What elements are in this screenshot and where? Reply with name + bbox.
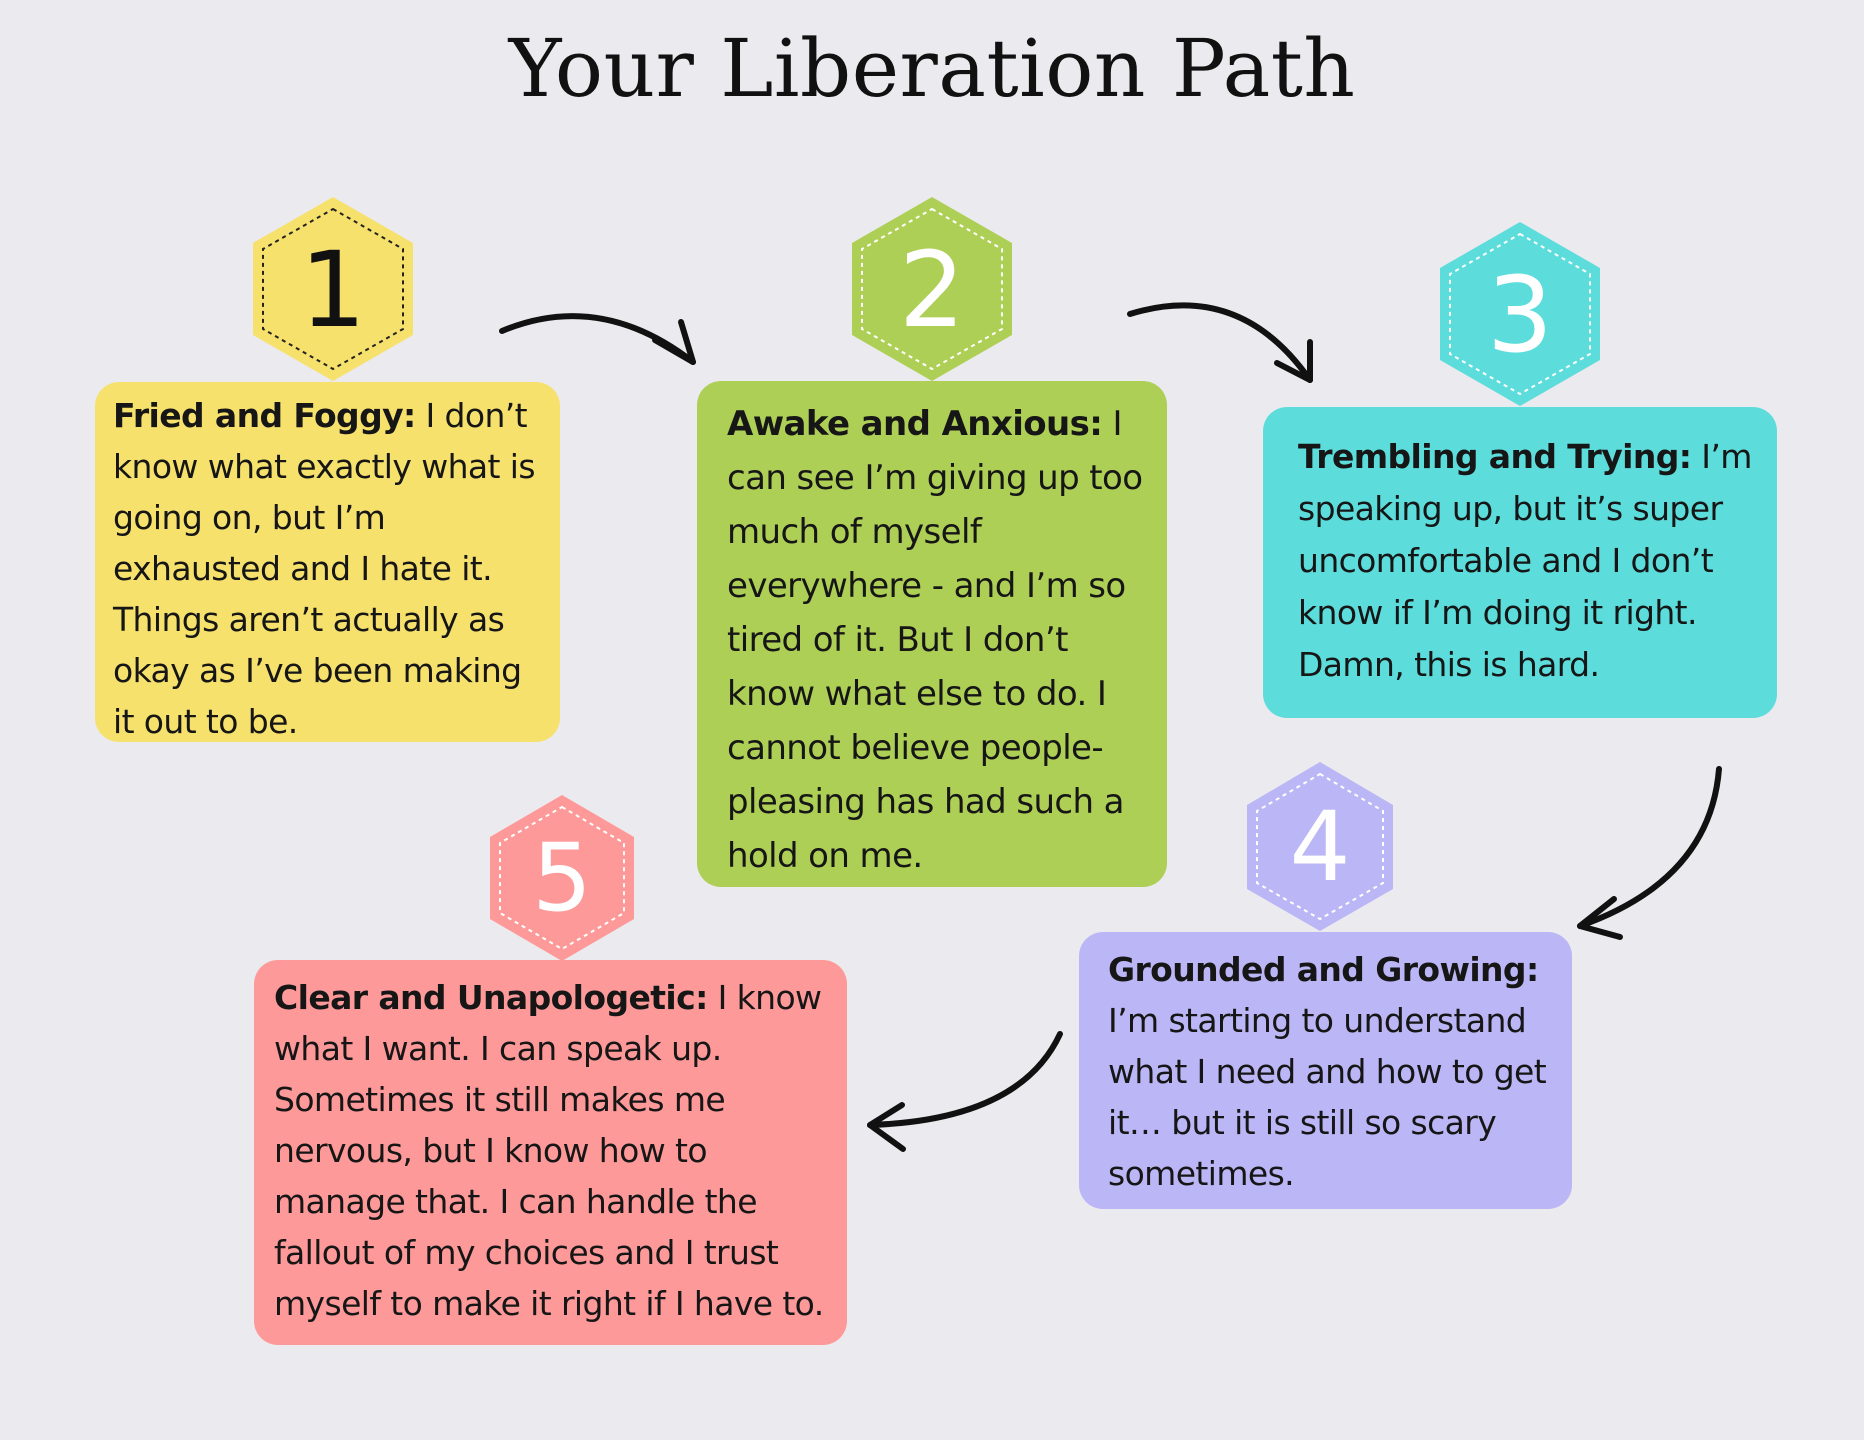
- stage-card-2: Awake and Anxious: I can see I’m giving …: [697, 381, 1167, 887]
- arrow-1-to-2-icon: [499, 313, 696, 365]
- stage-text-1: I don’t know what exactly what is going …: [113, 396, 536, 741]
- stage-heading-2: Awake and Anxious:: [727, 404, 1103, 444]
- stage-badge-5: 5: [490, 795, 634, 961]
- stage-card-3: Trembling and Trying: I’m speaking up, b…: [1263, 407, 1777, 718]
- hexagon-4-icon: [1247, 762, 1393, 931]
- hexagon-2-dashed-border: [861, 207, 1003, 371]
- stage-card-1: Fried and Foggy: I don’t know what exact…: [95, 382, 560, 742]
- stage-number-3: 3: [1487, 254, 1553, 376]
- stage-description-4: Grounded and Growing: I’m starting to un…: [1108, 944, 1558, 1199]
- stage-badge-2: 2: [852, 197, 1012, 381]
- stage-heading-3: Trembling and Trying:: [1298, 437, 1692, 476]
- stage-number-2: 2: [899, 229, 965, 351]
- stage-number-1: 1: [300, 229, 366, 351]
- hexagon-1-dashed-border: [262, 207, 404, 371]
- stage-description-2: Awake and Anxious: I can see I’m giving …: [727, 397, 1153, 883]
- stage-badge-3: 3: [1440, 222, 1600, 406]
- arrow-3-to-4-icon: [1577, 766, 1722, 940]
- hexagon-1-icon: [253, 197, 413, 381]
- stage-text-3: I’m speaking up, but it’s super uncomfor…: [1298, 437, 1752, 684]
- stage-card-4: Grounded and Growing: I’m starting to un…: [1079, 932, 1572, 1209]
- hexagon-5-dashed-border: [499, 805, 625, 951]
- arrow-2-to-3-icon: [1127, 302, 1313, 383]
- stage-text-5: I know what I want. I can speak up. Some…: [274, 978, 824, 1323]
- hexagon-4-dashed-border: [1256, 772, 1384, 921]
- stage-description-1: Fried and Foggy: I don’t know what exact…: [113, 390, 542, 742]
- stage-heading-5: Clear and Unapologetic:: [274, 978, 708, 1017]
- stage-number-4: 4: [1289, 791, 1350, 903]
- stage-badge-4: 4: [1247, 762, 1393, 931]
- stage-heading-1: Fried and Foggy:: [113, 396, 416, 435]
- stage-badge-1: 1: [253, 197, 413, 381]
- hexagon-5-icon: [490, 795, 634, 961]
- stage-text-2: I can see I’m giving up too much of myse…: [727, 404, 1143, 876]
- stage-description-3: Trembling and Trying: I’m speaking up, b…: [1298, 431, 1757, 691]
- diagram-title: Your Liberation Path: [508, 22, 1356, 115]
- arrow-4-to-5-icon: [867, 1031, 1063, 1152]
- stage-description-5: Clear and Unapologetic: I know what I wa…: [274, 972, 833, 1329]
- stage-text-4: I’m starting to understand what I need a…: [1108, 1001, 1547, 1193]
- stage-card-5: Clear and Unapologetic: I know what I wa…: [254, 960, 847, 1345]
- hexagon-3-icon: [1440, 222, 1600, 406]
- stage-heading-4: Grounded and Growing:: [1108, 950, 1539, 989]
- hexagon-2-icon: [852, 197, 1012, 381]
- hexagon-3-dashed-border: [1449, 232, 1591, 396]
- stage-number-5: 5: [532, 824, 592, 933]
